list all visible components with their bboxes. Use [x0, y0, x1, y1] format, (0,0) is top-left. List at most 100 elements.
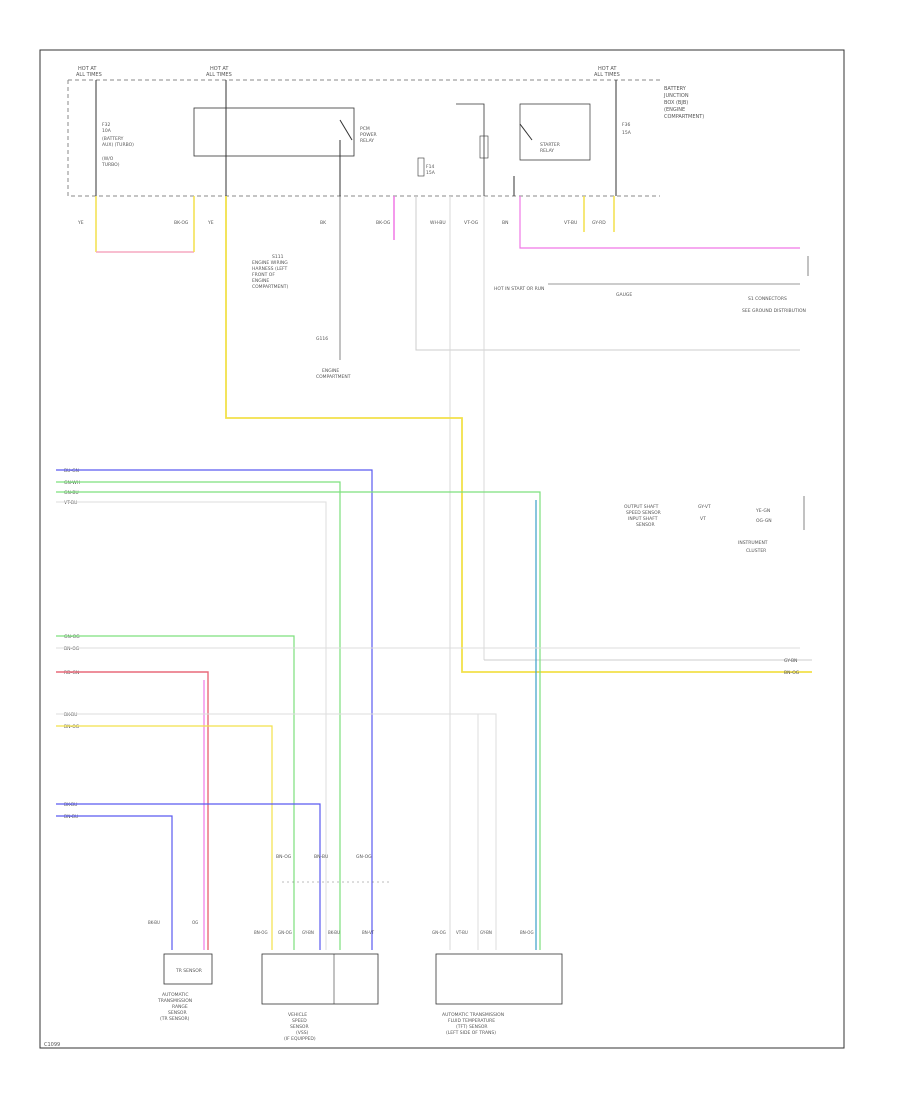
fuse-text-1-line: (W/O — [102, 156, 114, 162]
module-2-label-line: (IF EQUIPPED) — [284, 1036, 316, 1042]
left-wire-labels-e: BK-BU BN-BU — [64, 802, 78, 820]
wire-yellow — [225, 196, 812, 673]
wire-blue — [56, 815, 173, 950]
pin-label: GY-BN — [480, 930, 492, 935]
top-wire-label: YE — [207, 220, 214, 226]
left-wire-label: VT-BU — [64, 500, 77, 506]
fuse-text-3-line: 15A — [622, 130, 632, 136]
top-wire-label: WH-BU — [430, 220, 446, 226]
mid-wire-label: GN-OG — [356, 854, 372, 860]
wire-green — [56, 635, 295, 950]
bjb-label-line: BATTERY — [664, 86, 687, 92]
splice-label-line: COMPARTMENT) — [252, 284, 288, 290]
pin-label: BN-OG — [520, 930, 534, 935]
top-wire-label: VT-BU — [564, 220, 577, 226]
fuse-label-3-line2: ALL TIMES — [594, 72, 620, 78]
bjb-label-line: COMPARTMENT) — [664, 114, 704, 120]
wire-green-teal — [56, 491, 541, 950]
bottom-pin-labels: BK-BU OG BN-OG GN-OG GY-BN BK-BU BN-VT G… — [148, 920, 534, 935]
instrument-wire: YE-GN — [755, 508, 770, 514]
bjb-label-line: JUNCTION — [663, 93, 689, 99]
left-wire-label: GN-BU — [64, 490, 79, 496]
left-wire-labels-b: GN-OG BN-OG RD-GN — [64, 634, 80, 676]
junction-box-border — [67, 79, 660, 197]
right-mid-wire-label: GY-BN — [784, 658, 797, 664]
module-3-label-line: AUTOMATIC TRANSMISSION — [442, 1012, 504, 1018]
tr-sensor-module-text: TR SENSOR — [175, 968, 202, 974]
bjb-label-line: BOX (BJB) — [664, 100, 688, 106]
module-3-label: AUTOMATIC TRANSMISSION FLUID TEMPERATURE… — [442, 1012, 504, 1036]
left-wire-label: BN-OG — [64, 724, 80, 730]
fuse-f36 — [479, 135, 489, 159]
relay-switch — [339, 119, 353, 141]
ground-g116-label: G116 ENGINE COMPARTMENT — [316, 336, 351, 380]
pin-label: BK-BU — [328, 930, 340, 935]
wire-gray — [415, 196, 800, 351]
starter-relay — [519, 103, 591, 161]
instrument-wire: OG-GN — [756, 518, 772, 524]
fuse-text-1-line: (BATTERY — [102, 136, 124, 142]
fuse-label-2-line2: ALL TIMES — [206, 72, 232, 78]
left-wire-label: GN-WH — [64, 480, 80, 486]
wire-red — [56, 671, 209, 950]
relay-switch — [519, 123, 533, 141]
fuse-label-1-line2: ALL TIMES — [76, 72, 102, 78]
module-2-label-line: SENSOR — [290, 1024, 309, 1030]
instrument-wire: VT — [700, 516, 706, 522]
right-note-line: S1 CONNECTORS — [748, 296, 787, 302]
wire-blue — [56, 469, 373, 950]
wire-path — [456, 103, 485, 196]
fuse-text-2: F14 15A — [426, 164, 436, 176]
fuse-label-2-line1: HOT AT — [210, 66, 229, 72]
wire-green — [56, 481, 341, 950]
part-code: C1099 — [44, 1042, 60, 1048]
splice-label-line: FRONT OF — [252, 272, 275, 278]
relay-2-label-line: STARTER — [540, 142, 560, 148]
top-wire-label: BK — [320, 220, 327, 226]
right-connector-label: GAUGE — [616, 292, 632, 298]
instrument-name: INSTRUMENT — [738, 540, 768, 546]
fuse-text-3: F36 15A — [622, 122, 632, 136]
module-2-label-line: SPEED — [292, 1018, 307, 1024]
module-3-label-line: (LEFT SIDE OF TRANS) — [446, 1030, 496, 1036]
pin-label: OG — [192, 920, 198, 925]
left-wire-labels-a: BU-GN GN-WH GN-BU VT-BU — [64, 468, 80, 506]
relay-1-label-line: PCM — [360, 126, 370, 132]
splice-label-line: S111 — [272, 254, 284, 260]
right-mid-wire-labels: GY-BN BN-OG — [784, 658, 800, 676]
module-1-label-line: TRANSMISSION — [157, 998, 192, 1004]
fuse-text-2-line: F14 — [426, 164, 434, 170]
pin-label: GY-BN — [302, 930, 314, 935]
right-connector-label: HOT IN START OR RUN — [494, 286, 544, 292]
pin-label: BN-VT — [362, 930, 375, 935]
module-2-label-line: (VSS) — [296, 1030, 309, 1036]
fuse-text-2-line: 15A — [426, 170, 436, 176]
fuse-text-1-line: F32 — [102, 122, 110, 128]
fuse-text-3-line: F36 — [622, 122, 630, 128]
relay-2-label: STARTER RELAY — [540, 142, 560, 154]
fuse-label-3: HOT AT ALL TIMES — [594, 66, 620, 78]
right-mid-wire-label: BN-OG — [784, 670, 800, 676]
fuse-text-1-line: 10A — [102, 128, 112, 134]
pin-label: GN-OG — [432, 930, 446, 935]
module-3-label-line: (TFT) SENSOR — [456, 1024, 488, 1030]
fuse-label-2: HOT AT ALL TIMES — [206, 66, 232, 78]
fuse-text-1: F32 10A (BATTERY AUX) (TURBO) (W/O TURBO… — [101, 122, 134, 168]
instrument-label: OUTPUT SHAFT — [624, 504, 659, 510]
top-wire-label: BN — [502, 220, 508, 226]
fuse-f14 — [417, 157, 425, 177]
module-1-label: AUTOMATIC TRANSMISSION RANGE SENSOR (TR … — [157, 992, 192, 1022]
left-wire-labels-d: BK-BU BN-OG — [64, 712, 80, 730]
left-wire-label: GN-OG — [64, 634, 80, 640]
bjb-label: BATTERY JUNCTION BOX (BJB) (ENGINE COMPA… — [663, 86, 704, 120]
top-wire-labels: YE BK-OG YE BK BK-OG WH-BU VT-OG BN VT-B… — [77, 220, 606, 226]
diagram-frame — [39, 49, 845, 1049]
relay-1-label-line: POWER — [360, 132, 377, 138]
splice-label-line: ENGINE WIRING — [252, 260, 288, 266]
fuse-label-1-line1: HOT AT — [78, 66, 97, 72]
instrument-label: INPUT SHAFT — [628, 516, 658, 522]
left-wire-label: BN-BU — [64, 814, 78, 820]
top-wire-label: GY-RD — [592, 220, 606, 226]
top-wire-label: VT-OG — [464, 220, 479, 226]
splice-label-line: HARNESS (LEFT — [252, 266, 288, 272]
